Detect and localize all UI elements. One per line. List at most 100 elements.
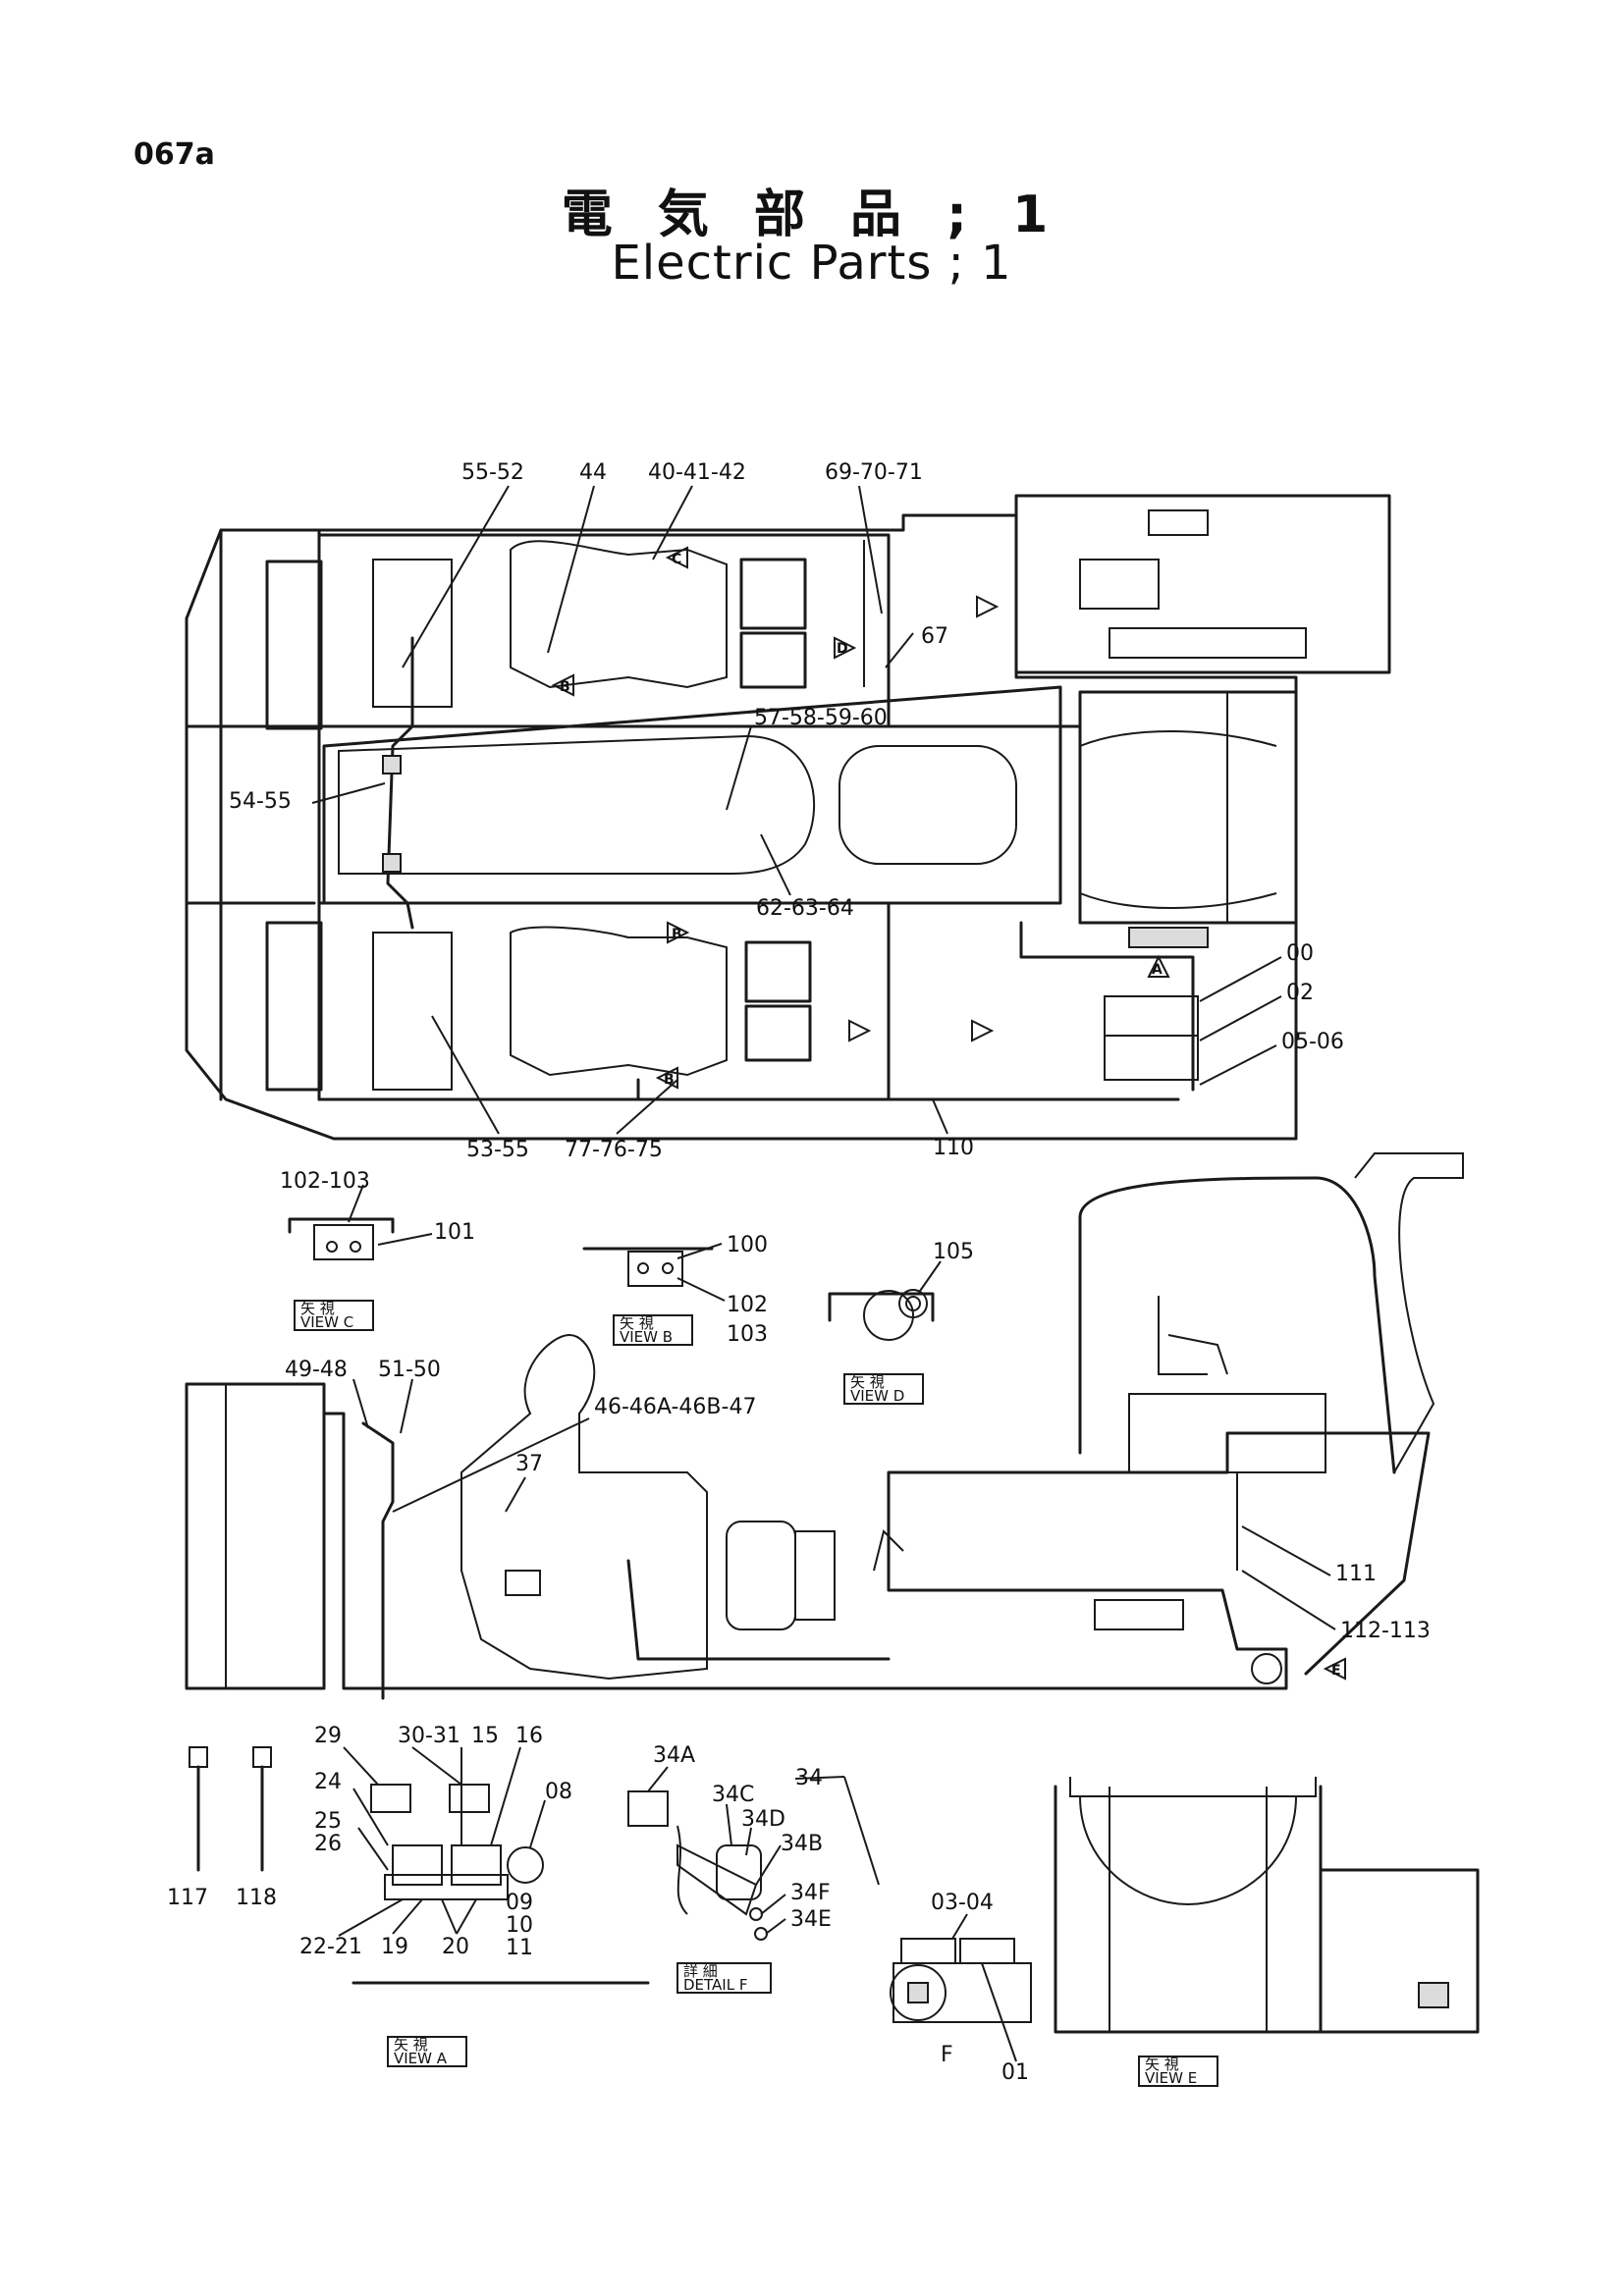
cable-tie-117: 117 <box>167 1746 208 1910</box>
callout-20: 20 <box>442 1935 469 1959</box>
lamp-lens-34C <box>716 1844 762 1900</box>
view-a-tag <box>387 2036 467 2067</box>
svg-text:矢 視: 矢 視 <box>1145 2056 1179 2073</box>
callout-26: 26 <box>314 1832 342 1856</box>
svg-text:B: B <box>672 927 682 942</box>
relay-block <box>392 1844 443 1886</box>
view-arrow-a: A <box>1147 954 1170 978</box>
svg-text:VIEW D: VIEW D <box>850 1387 904 1405</box>
callout-34D: 34D <box>741 1807 785 1832</box>
view-arrow-d: D <box>834 636 857 660</box>
svg-text:B: B <box>560 679 570 695</box>
callout-62-63-64: 62-63-64 <box>756 896 854 921</box>
wire-harness <box>873 1529 904 1572</box>
callout-03-04: 03-04 <box>931 1891 994 1915</box>
view-arrow-c: C <box>665 546 688 569</box>
leader-lines <box>352 1378 1336 1630</box>
svg-text:矢 視: 矢 視 <box>394 2036 428 2054</box>
pump-block <box>744 1004 812 1062</box>
cab-floor <box>1128 1393 1326 1473</box>
view-arrow-d <box>848 1019 872 1042</box>
rear-frame <box>1054 1785 1323 2034</box>
view-a-relays: 29 30-31 15 16 24 25 26 08 09 10 11 22-2… <box>299 1724 650 2067</box>
callout-102: 102 <box>727 1293 768 1317</box>
svg-text:VIEW A: VIEW A <box>394 2050 448 2067</box>
callout-57-58-59-60: 57-58-59-60 <box>754 706 888 730</box>
view-b-tag <box>613 1314 693 1346</box>
counterweight-block <box>265 560 323 730</box>
svg-text:A: A <box>1152 962 1163 978</box>
center-frame-inner <box>338 734 816 875</box>
svg-text:C: C <box>672 552 681 567</box>
callout-01: 01 <box>1001 2060 1029 2085</box>
view-e-tag <box>1138 2056 1218 2087</box>
svg-text:VIEW E: VIEW E <box>1145 2069 1197 2087</box>
view-arrow-d <box>971 1019 995 1042</box>
callout-37: 37 <box>515 1452 543 1476</box>
svg-text:118: 118 <box>236 1886 277 1910</box>
callout-25: 25 <box>314 1809 342 1834</box>
cable-tie-118: 118 <box>236 1746 277 1910</box>
callout-34B: 34B <box>781 1832 823 1856</box>
pump-side <box>726 1521 796 1630</box>
view-c-tag <box>294 1300 374 1331</box>
callout-08: 08 <box>545 1780 572 1804</box>
pump-block <box>739 631 807 689</box>
relay-30-31 <box>449 1784 490 1813</box>
engine-unit <box>372 926 728 1091</box>
view-arrow-e: E <box>1323 1657 1346 1681</box>
callout-00: 00 <box>1286 941 1314 966</box>
bracket <box>627 1251 683 1287</box>
svg-text:E: E <box>1331 1663 1341 1679</box>
lamp-bracket-34A <box>627 1790 669 1827</box>
callout-77-76-75: 77-76-75 <box>565 1138 663 1162</box>
callout-10: 10 <box>506 1913 533 1938</box>
boom-foot-frame <box>1078 690 1298 925</box>
cab-frame <box>1354 1152 1464 1473</box>
center-frame <box>322 685 1062 905</box>
callout-101: 101 <box>434 1220 475 1245</box>
callout-69-70-71: 69-70-71 <box>825 460 923 485</box>
flasher-08 <box>507 1846 544 1884</box>
title-english: Electric Parts ; 1 <box>611 236 1012 291</box>
filter <box>505 1570 541 1596</box>
fuse-box <box>1128 927 1209 948</box>
view-arrow-b: B <box>655 1066 678 1090</box>
lamp-housing <box>676 1843 758 1916</box>
view-d-detail: 105 矢 視 VIEW D <box>828 1240 974 1405</box>
relay-29 <box>370 1784 411 1813</box>
wire-harness <box>1019 921 1195 1092</box>
engine-unit <box>372 540 728 708</box>
cab-detail <box>1148 509 1209 536</box>
callout-15: 15 <box>471 1724 499 1748</box>
callout-111: 111 <box>1335 1562 1377 1586</box>
operator-cab <box>1078 1176 1396 1474</box>
cab-plan <box>1014 494 1391 674</box>
counterweight-side <box>185 1382 326 1690</box>
battery-box <box>1104 995 1199 1081</box>
callout-40-41-42: 40-41-42 <box>648 460 746 485</box>
detail-f-lamp: 34A 34 34C 34D 34B 34F 34E 詳 細 DETAIL F <box>627 1743 880 1994</box>
battery-01 <box>959 1938 1015 1964</box>
page-number: 067a <box>134 137 215 172</box>
center-opening <box>839 745 1017 865</box>
cab-seat <box>1079 559 1160 610</box>
callout-46-46A-46B-47: 46-46A-46B-47 <box>594 1395 756 1419</box>
machine-frame-side <box>322 1412 1431 1690</box>
lamp-F <box>907 1982 929 2003</box>
svg-text:D: D <box>837 641 848 657</box>
title-japanese: 電 気 部 品 ; 1 <box>561 186 1062 244</box>
pump-block <box>744 940 812 1003</box>
callout-19: 19 <box>381 1935 408 1959</box>
callout-44: 44 <box>579 460 607 485</box>
callout-22-21: 22-21 <box>299 1935 362 1959</box>
view-arrow-b: B <box>551 673 574 697</box>
detail-f-circle <box>890 1964 947 2021</box>
plan-view-upper-structure: C B D B <box>185 460 1391 1162</box>
side-elevation-view: E 49-48 51-50 46-46A-46B-47 37 111 112-1… <box>185 1152 1464 1700</box>
wire-harness <box>361 1421 395 1700</box>
view-arrow-d <box>976 595 1000 618</box>
counterweight-block <box>265 921 323 1092</box>
